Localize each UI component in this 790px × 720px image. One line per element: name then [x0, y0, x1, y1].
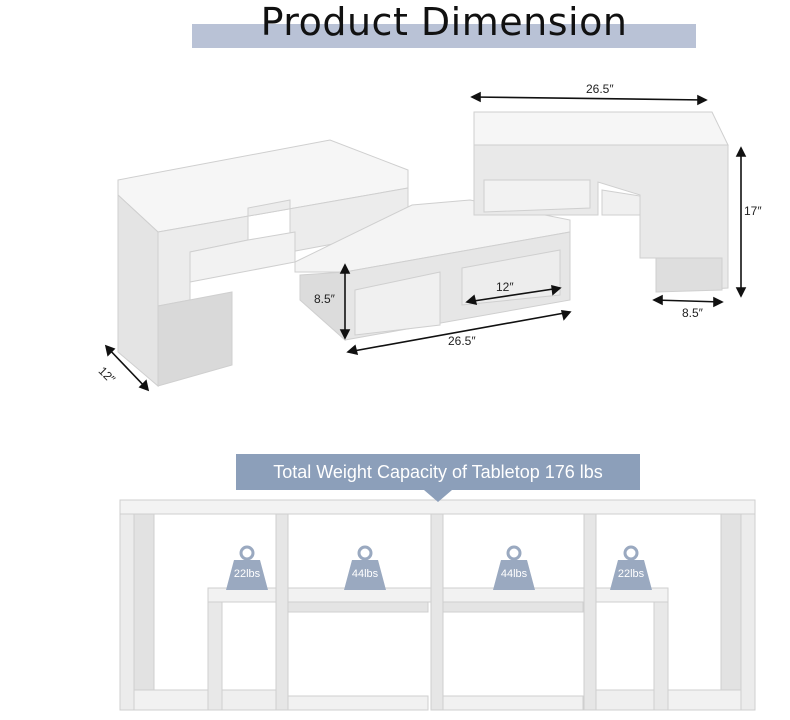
dimension-arrows — [104, 91, 747, 392]
weight-icon: 44lbs — [340, 544, 390, 594]
right-depth-label: 8.5″ — [682, 306, 703, 320]
weight-label: 22lbs — [233, 568, 261, 580]
middle-shelf-unit — [294, 199, 571, 342]
weight-icon: 22lbs — [606, 544, 656, 594]
bottom-width-label: 26.5″ — [448, 334, 476, 348]
left-height-label: 8.5″ — [314, 292, 335, 306]
capacity-banner: Total Weight Capacity of Tabletop 176 lb… — [236, 454, 640, 490]
weight-icon: 22lbs — [222, 544, 272, 594]
banner-pointer — [424, 490, 452, 502]
weight-label: 44lbs — [351, 568, 379, 580]
page-title: Product Dimension — [260, 0, 628, 44]
shelf-front-view — [119, 499, 756, 711]
top-width-label: 26.5″ — [586, 82, 614, 96]
title-underline-bar — [192, 24, 696, 48]
weight-icon: 44lbs — [489, 544, 539, 594]
weight-label: 22lbs — [617, 568, 645, 580]
weight-label: 44lbs — [500, 568, 528, 580]
inner-depth-label: 12″ — [496, 280, 514, 294]
right-shelf-unit — [473, 111, 729, 293]
height-label: 17″ — [744, 204, 762, 218]
